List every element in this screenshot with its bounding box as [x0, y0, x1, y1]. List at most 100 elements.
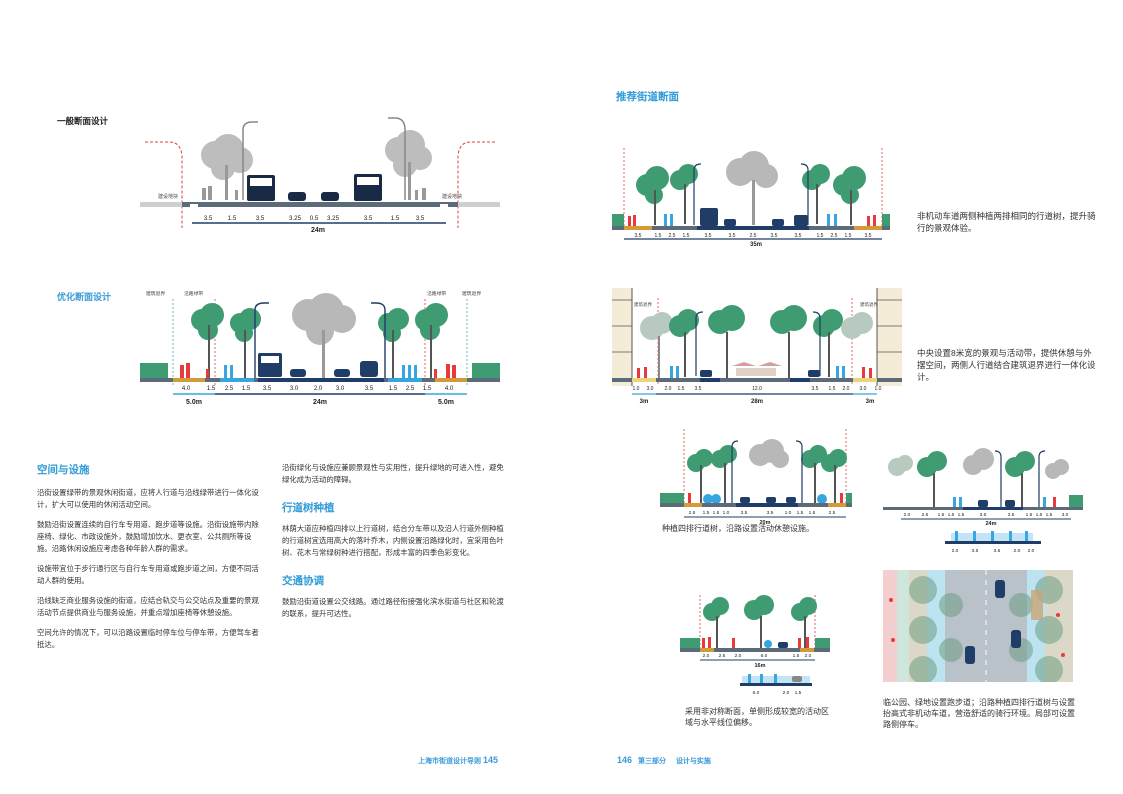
svg-text:3.5: 3.5: [767, 510, 774, 516]
diagram5-widths: 2.0 2.5 2.0 6.0 1.5 2.0: [703, 653, 812, 659]
svg-text:建筑退界: 建筑退界: [146, 290, 165, 297]
footer-left: 上海市街道设计导则 145: [418, 755, 498, 766]
svg-text:1.5: 1.5: [391, 215, 400, 222]
svg-text:24m: 24m: [311, 227, 325, 234]
svg-text:35m: 35m: [750, 242, 762, 248]
svg-text:2.0: 2.0: [314, 386, 323, 392]
svg-text:1.5: 1.5: [809, 510, 816, 516]
diagram3-widths: 2.5 1.5 1.5 1.0 3.5 3.5 1.0 1.5 1.5 2.5: [689, 510, 836, 516]
svg-text:2.0: 2.0: [952, 548, 959, 554]
svg-text:1.0: 1.0: [875, 386, 882, 392]
svg-text:1.5: 1.5: [938, 512, 945, 518]
svg-text:3.25: 3.25: [327, 215, 340, 222]
svg-text:1.5: 1.5: [817, 233, 824, 239]
svg-text:6.0: 6.0: [753, 690, 760, 696]
svg-text:1.5: 1.5: [207, 386, 216, 392]
optimized-section-title: 优化断面设计: [57, 292, 112, 302]
svg-text:1.5: 1.5: [678, 386, 685, 392]
section-diagram-3: 2.5 1.5 1.5 1.0 3.5 3.5 1.0 1.5 1.5 2.5 …: [660, 429, 852, 525]
paragraph: 设施带宜位于步行通行区与自行车专用道或跑步道之间，方便不同活动人群的使用。: [37, 564, 259, 585]
paragraph: 林荫大道应种植四排以上行道树，结合分车带以及沿人行道外侧种植的行道树宜选用高大的…: [282, 524, 504, 557]
svg-text:3.5: 3.5: [980, 512, 987, 518]
diagram5-sub-widths: 6.0 2.0 1.5: [753, 690, 802, 696]
svg-text:2.5: 2.5: [750, 233, 757, 239]
svg-text:1.5: 1.5: [242, 386, 251, 392]
svg-text:3.5: 3.5: [865, 233, 872, 239]
svg-text:2.5: 2.5: [831, 233, 838, 239]
svg-text:3.0: 3.0: [1062, 512, 1069, 518]
caption-diagram-2: 中央设置8米宽的景观与活动带，提供休憩与外摆空间，两侧人行道结合建筑退界进行一体…: [917, 348, 1096, 382]
svg-text:1.5: 1.5: [797, 510, 804, 516]
svg-text:2.5: 2.5: [225, 386, 234, 392]
paragraph: 鼓励沿街设置连续的自行车专用道、跑步道等设施。沿街设施带内除座椅、绿化、市政设施…: [37, 520, 259, 553]
svg-text:建设地块: 建设地块: [442, 193, 462, 200]
section-title-space: 空间与设施: [37, 464, 90, 476]
tree-left-gray: [201, 134, 253, 200]
svg-text:1.5: 1.5: [423, 386, 432, 392]
diagram1-widths: 3.5 1.5 2.5 1.5 3.5 3.5 2.5 3.5 3.5 1.5 …: [635, 233, 872, 239]
page-number: 146: [617, 755, 633, 765]
svg-text:3.5: 3.5: [263, 386, 272, 392]
section-diagram-4: 2.0 2.5 1.5 1.5 1.5 3.5 3.5 1.5 1.5 1.5 …: [883, 448, 1083, 554]
svg-text:1.5: 1.5: [1046, 512, 1053, 518]
guide-name: 上海市街道设计导则: [418, 758, 481, 765]
svg-text:3.5: 3.5: [972, 548, 979, 554]
svg-text:1.5: 1.5: [948, 512, 955, 518]
paragraph: 沿线缺乏商业服务设施的街道，应结合轨交与公交站点及重要的景观活动节点提供商业与服…: [37, 596, 259, 617]
svg-text:1.5: 1.5: [703, 510, 710, 516]
section-diagram-6-plan: [883, 570, 1073, 682]
svg-text:24m: 24m: [985, 521, 996, 527]
svg-text:0.5: 0.5: [310, 215, 319, 222]
svg-text:3.5: 3.5: [1008, 512, 1015, 518]
svg-text:3.5: 3.5: [635, 233, 642, 239]
paragraph: 沿街设置绿带的景观休闲街道，应将人行道与沿线绿带进行一体化设计，扩大可以使用的休…: [37, 488, 259, 509]
svg-text:建设地块: 建设地块: [158, 193, 178, 200]
svg-text:建筑退界: 建筑退界: [634, 301, 652, 308]
svg-text:1.5: 1.5: [1026, 512, 1033, 518]
svg-text:1.5: 1.5: [958, 512, 965, 518]
caption-diagram-5: 采用非对称断面，单侧形成较宽的活动区域与水平线位偏移。: [685, 707, 829, 727]
svg-text:2.5: 2.5: [669, 233, 676, 239]
svg-text:1.0: 1.0: [633, 386, 640, 392]
svg-text:4.0: 4.0: [445, 386, 454, 392]
svg-text:5.0m: 5.0m: [438, 399, 454, 406]
svg-text:1.5: 1.5: [655, 233, 662, 239]
car-icon: [288, 192, 306, 201]
svg-text:1.5: 1.5: [795, 690, 802, 696]
svg-text:2.5: 2.5: [689, 510, 696, 516]
svg-text:2.0: 2.0: [665, 386, 672, 392]
text-column-2: 沿街绿化与设施应兼顾景观性与实用性，提升绿地的可进入性，避免绿化成为活动的障碍。…: [282, 462, 507, 620]
svg-text:3m: 3m: [866, 399, 875, 405]
svg-text:3.5: 3.5: [416, 215, 425, 222]
svg-text:2.5: 2.5: [406, 386, 415, 392]
svg-text:建筑退界: 建筑退界: [860, 301, 878, 308]
svg-text:1.5: 1.5: [1036, 512, 1043, 518]
section-diagram-5: 2.0 2.5 2.0 6.0 1.5 2.0 16m 6.0 2.0 1.5: [680, 595, 830, 696]
svg-text:2.0: 2.0: [843, 386, 850, 392]
svg-text:建筑退界: 建筑退界: [462, 290, 481, 297]
svg-text:24m: 24m: [313, 399, 327, 406]
svg-text:16m: 16m: [754, 663, 765, 669]
svg-text:3.0: 3.0: [860, 386, 867, 392]
svg-text:3.5: 3.5: [364, 215, 373, 222]
svg-text:3.5: 3.5: [256, 215, 265, 222]
svg-text:2.0: 2.0: [783, 690, 790, 696]
optimized-section-diagram: 建筑退界 沿路绿带 沿路绿带 建筑退界 4.0 1.5 2.5 1.5 3.5 …: [140, 290, 500, 406]
svg-text:2.0: 2.0: [805, 653, 812, 659]
svg-text:3.5: 3.5: [795, 233, 802, 239]
svg-text:1.0: 1.0: [723, 510, 730, 516]
svg-text:5.0m: 5.0m: [186, 399, 202, 406]
caption-diagram-1: 非机动车道两侧种植两排相同的行道树，提升骑行的景观体验。: [917, 211, 1096, 233]
section-title-traffic: 交通协调: [282, 575, 324, 587]
paragraph: 鼓励沿街道设置公交线路。通过路径衔接强化滨水街道与社区和轮渡的联系，提升可达性。: [282, 597, 504, 618]
svg-text:3.5: 3.5: [741, 510, 748, 516]
svg-text:28m: 28m: [751, 399, 763, 405]
part-name: 第三部分: [637, 758, 666, 765]
footer-right: 146 第三部分 设计与实施: [617, 755, 711, 766]
svg-text:3m: 3m: [640, 399, 649, 405]
svg-text:3.5: 3.5: [695, 386, 702, 392]
diagram4-widths: 2.0 2.5 1.5 1.5 1.5 3.5 3.5 1.5 1.5 1.5 …: [904, 512, 1069, 518]
text-column-1: 空间与设施 沿街设置绿带的景观休闲街道，应将人行道与沿线绿带进行一体化设计，扩大…: [37, 462, 262, 651]
svg-text:20m: 20m: [759, 520, 770, 525]
svg-text:1.0: 1.0: [785, 510, 792, 516]
